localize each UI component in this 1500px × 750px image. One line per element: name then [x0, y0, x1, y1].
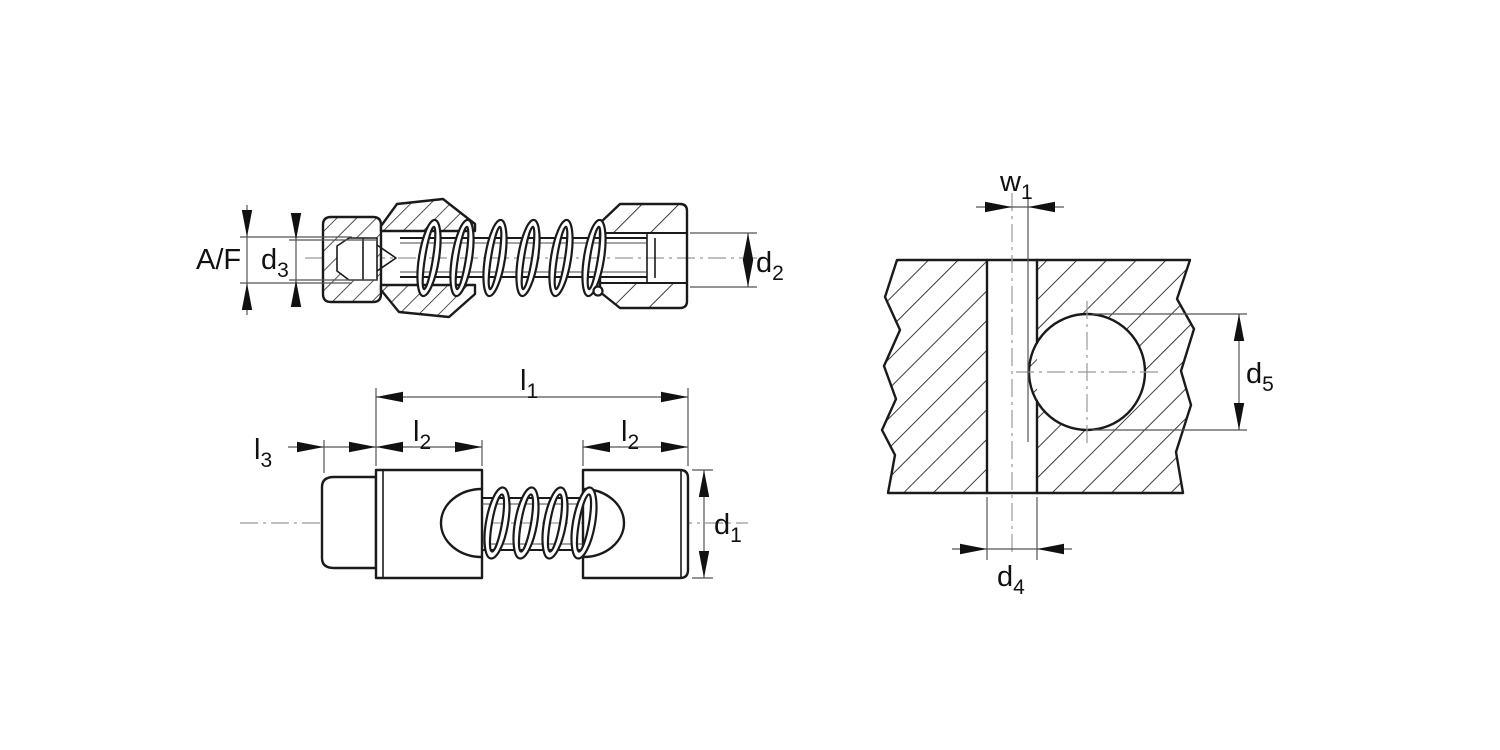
ball-end-left [439, 487, 484, 559]
label-d4: d4 [997, 561, 1025, 599]
mounting-hole-walls [985, 258, 1039, 495]
dim-arrow [455, 441, 482, 453]
hex-nut-right [598, 202, 689, 310]
dim-arrow [297, 441, 324, 453]
spring-section [412, 217, 611, 299]
dim-arrow [349, 441, 376, 453]
mounting-centerlines [1011, 193, 1158, 557]
label-d1: d1 [714, 509, 742, 547]
label-l1: l1 [520, 365, 538, 403]
sleeve-bottom-wall-hatch [381, 285, 475, 317]
socket-cone [376, 244, 397, 272]
bore-step-lines [646, 233, 656, 283]
dim-arrow [1233, 403, 1245, 430]
hex-nut-left [321, 215, 397, 304]
sleeve-body [379, 197, 477, 319]
dim-arrow [742, 260, 754, 287]
label-d3: d3 [261, 244, 289, 282]
dim-arrow [661, 441, 688, 453]
label-l3: l3 [254, 434, 272, 472]
dim-arrow [698, 470, 710, 497]
dim-arrow [661, 391, 688, 403]
label-l2-right: l2 [621, 416, 639, 454]
dimension-lines [952, 206, 1240, 550]
body-left [374, 468, 484, 580]
dim-arrow [742, 233, 754, 260]
dim-arrow [241, 283, 253, 310]
hex-nut-right-top-hatch [600, 204, 687, 233]
body-right [581, 468, 690, 580]
hex-socket-cavity [336, 237, 378, 281]
section-dimensions: A/F d3 d2 [196, 205, 784, 315]
dim-arrow [985, 201, 1012, 213]
dim-arrow [1037, 543, 1064, 555]
hex-nut-right-outline [598, 202, 689, 310]
extension-lines [986, 197, 1247, 560]
hex-nut-left-outline [321, 215, 383, 304]
mounting-view: w1 d4 d5 [880, 166, 1274, 599]
label-d5: d5 [1246, 358, 1274, 396]
mounting-dimensions: w1 d4 d5 [952, 166, 1274, 599]
label-l2-left: l2 [413, 416, 431, 454]
sleeve-top-wall [379, 197, 477, 233]
sleeve-bottom-wall [379, 283, 477, 319]
mounting-block-hatch [882, 260, 1194, 493]
dim-arrow [960, 543, 987, 555]
dim-arrow [583, 441, 610, 453]
dim-arrow [1233, 314, 1245, 341]
label-d2: d2 [756, 247, 784, 285]
dim-arrow [376, 391, 403, 403]
dim-arrow [698, 551, 710, 578]
dim-arrow [290, 213, 302, 240]
dim-arrow [376, 441, 403, 453]
section-view: A/F d3 d2 [196, 197, 784, 319]
label-af: A/F [196, 244, 241, 276]
nose-pin [320, 475, 378, 570]
label-w1: w1 [999, 166, 1033, 204]
spring-wire-end [592, 285, 604, 297]
bore-lines [600, 232, 687, 284]
extension-lines [323, 388, 713, 579]
side-dimensions: l1 l2 l2 l3 d1 [254, 365, 742, 579]
dim-arrow [241, 210, 253, 237]
side-view: l1 l2 l2 l3 d1 [240, 365, 748, 580]
ball-end-right [581, 487, 626, 559]
dim-arrow [290, 280, 302, 307]
hex-nut-right-bottom-hatch [600, 283, 687, 308]
